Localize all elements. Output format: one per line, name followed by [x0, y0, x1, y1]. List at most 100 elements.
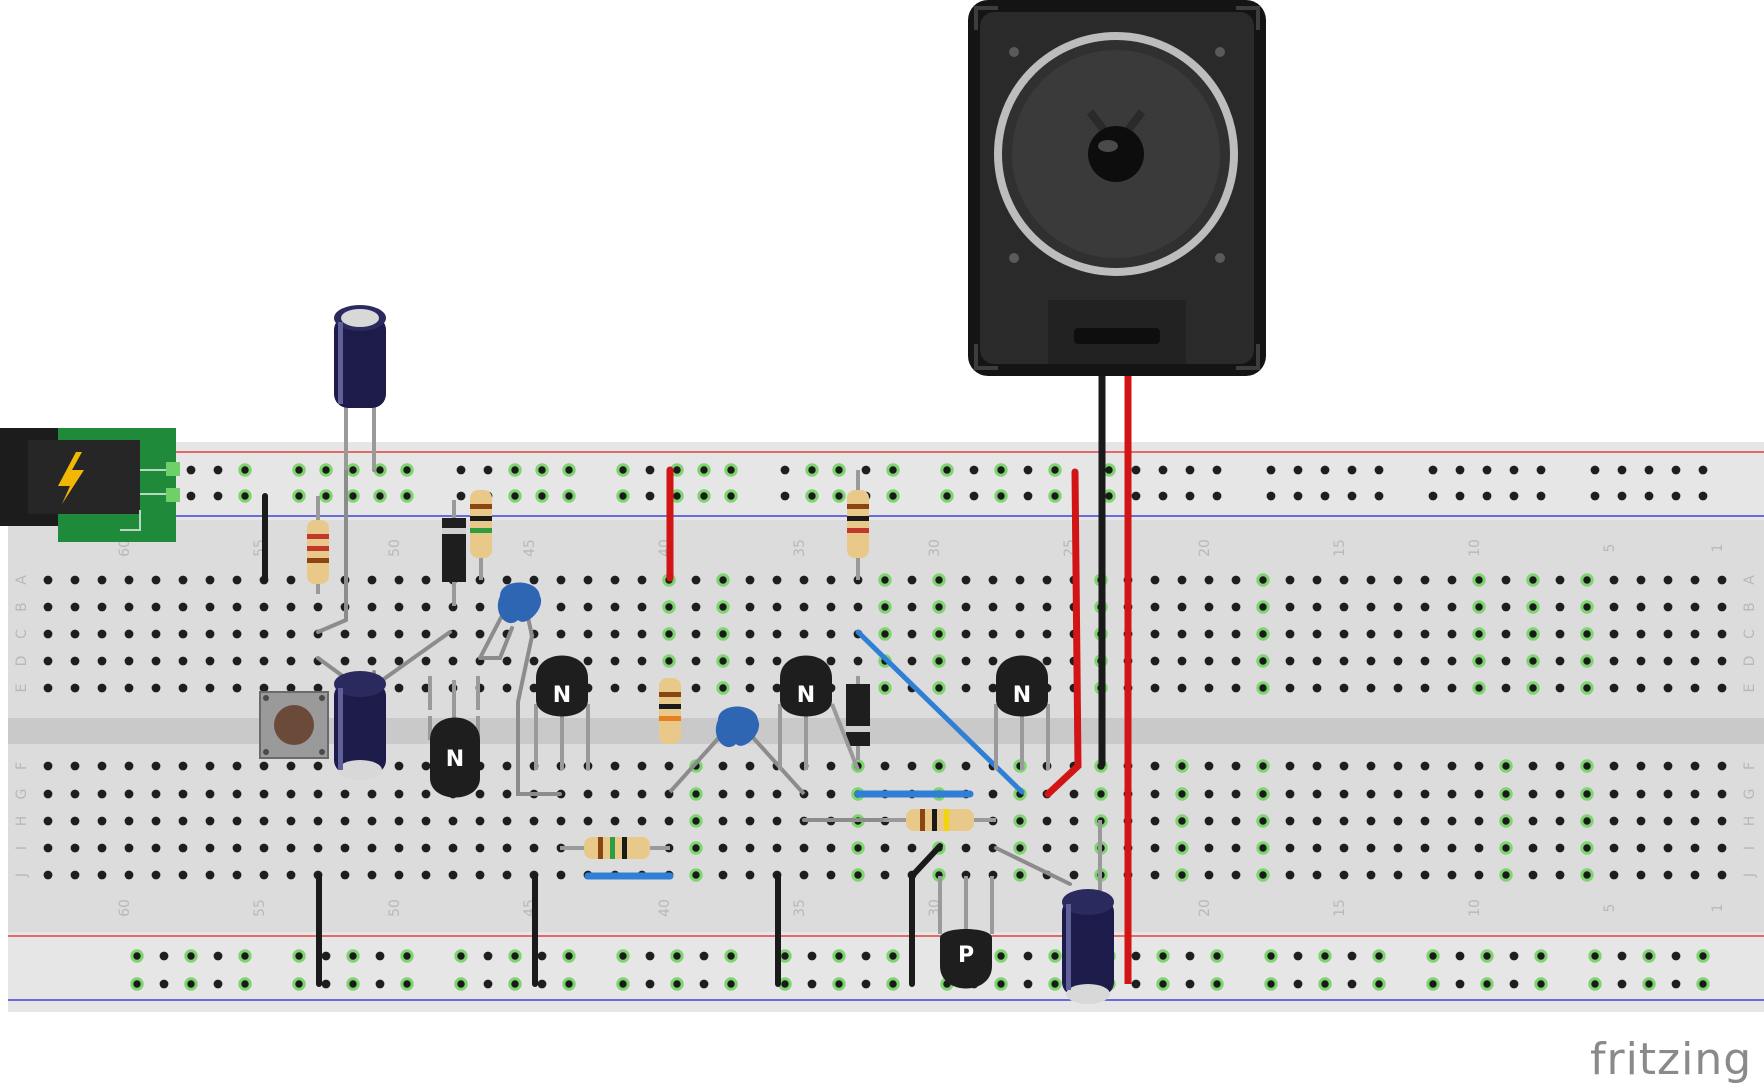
breadboard-hole	[1526, 654, 1540, 668]
breadboard-hole	[43, 683, 53, 693]
breadboard-hole	[1312, 656, 1322, 666]
resistor-1	[307, 496, 329, 594]
row-label: B	[1742, 602, 1758, 612]
breadboard-hole	[1366, 870, 1376, 880]
breadboard-hole	[583, 789, 593, 799]
rail-hole	[184, 949, 198, 963]
breadboard-hole	[1256, 654, 1270, 668]
rail-hole	[861, 951, 871, 961]
breadboard-hole	[1474, 870, 1484, 880]
breadboard-hole	[961, 602, 971, 612]
breadboard-hole	[988, 629, 998, 639]
breadboard-hole	[1472, 600, 1486, 614]
rail-hole	[994, 463, 1008, 477]
rail-hole	[1023, 979, 1033, 989]
rail-hole	[159, 979, 169, 989]
breadboard-hole	[70, 629, 80, 639]
breadboard-hole	[70, 575, 80, 585]
breadboard-hole	[1366, 816, 1376, 826]
rail-hole	[1264, 977, 1278, 991]
breadboard-hole	[232, 656, 242, 666]
breadboard-hole	[1177, 602, 1187, 612]
column-label: 20	[1197, 539, 1213, 557]
breadboard-hole	[745, 761, 755, 771]
row-label: C	[14, 629, 30, 639]
rail-hole	[1588, 977, 1602, 991]
breadboard-hole	[637, 789, 647, 799]
rail-hole	[832, 977, 846, 991]
breadboard-hole	[691, 602, 701, 612]
rail-hole	[1509, 951, 1519, 961]
breadboard-hole	[124, 761, 134, 771]
breadboard-hole	[637, 656, 647, 666]
rail-hole	[1617, 951, 1627, 961]
rail-hole	[186, 491, 196, 501]
breadboard-hole	[1013, 868, 1027, 882]
breadboard-hole	[124, 629, 134, 639]
breadboard-hole	[1015, 629, 1025, 639]
breadboard-hole	[502, 843, 512, 853]
rail-hole	[1374, 465, 1384, 475]
breadboard-hole	[745, 629, 755, 639]
breadboard-hole	[232, 816, 242, 826]
breadboard-hole	[124, 816, 134, 826]
breadboard-hole	[421, 843, 431, 853]
breadboard-hole	[637, 816, 647, 826]
column-label: 40	[657, 899, 673, 917]
breadboard-hole	[1663, 629, 1673, 639]
rail-hole	[1266, 465, 1276, 475]
breadboard-hole	[124, 575, 134, 585]
rail-hole	[1264, 949, 1278, 963]
column-label: 45	[522, 539, 538, 557]
breadboard-hole	[1312, 843, 1322, 853]
rail-hole	[886, 977, 900, 991]
breadboard-hole	[662, 627, 676, 641]
breadboard-hole	[124, 602, 134, 612]
row-label: C	[1742, 629, 1758, 639]
breadboard-hole	[97, 656, 107, 666]
lightning-bolt-icon	[58, 452, 84, 504]
breadboard-hole	[718, 870, 728, 880]
breadboard-hole	[1501, 629, 1511, 639]
rail-hole	[1509, 979, 1519, 989]
breadboard-hole	[853, 656, 863, 666]
breadboard-hole	[1013, 841, 1027, 855]
breadboard-hole	[1285, 870, 1295, 880]
breadboard-hole	[70, 870, 80, 880]
breadboard-hole	[826, 843, 836, 853]
breadboard-hole	[1609, 816, 1619, 826]
breadboard-hole	[907, 575, 917, 585]
breadboard-hole	[745, 870, 755, 880]
breadboard-hole	[232, 761, 242, 771]
breadboard-hole	[205, 843, 215, 853]
rail-hole	[805, 489, 819, 503]
breadboard-hole	[932, 600, 946, 614]
breadboard-hole	[1150, 629, 1160, 639]
rail-hole	[508, 463, 522, 477]
rail-hole	[375, 951, 385, 961]
rail-hole	[373, 463, 387, 477]
breadboard-hole	[259, 656, 269, 666]
breadboard-hole	[1204, 789, 1214, 799]
breadboard-hole	[232, 789, 242, 799]
breadboard-hole	[1526, 600, 1540, 614]
rail-hole	[994, 977, 1008, 991]
row-label: G	[1742, 789, 1758, 800]
breadboard-hole	[1555, 602, 1565, 612]
breadboard-hole	[1717, 656, 1727, 666]
breadboard-hole	[1717, 629, 1727, 639]
rail-hole	[886, 463, 900, 477]
breadboard-hole	[1150, 789, 1160, 799]
rail-hole	[238, 949, 252, 963]
breadboard-hole	[1528, 843, 1538, 853]
breadboard-hole	[151, 761, 161, 771]
row-label: J	[1742, 873, 1758, 878]
npn-transistor-2-label: N	[553, 683, 571, 708]
breadboard-hole	[1094, 787, 1108, 801]
breadboard-hole	[97, 575, 107, 585]
rail-hole	[1347, 979, 1357, 989]
black-wire-5	[909, 843, 943, 987]
breadboard-hole	[259, 816, 269, 826]
rail-hole	[1185, 979, 1195, 989]
breadboard-hole	[1069, 816, 1079, 826]
